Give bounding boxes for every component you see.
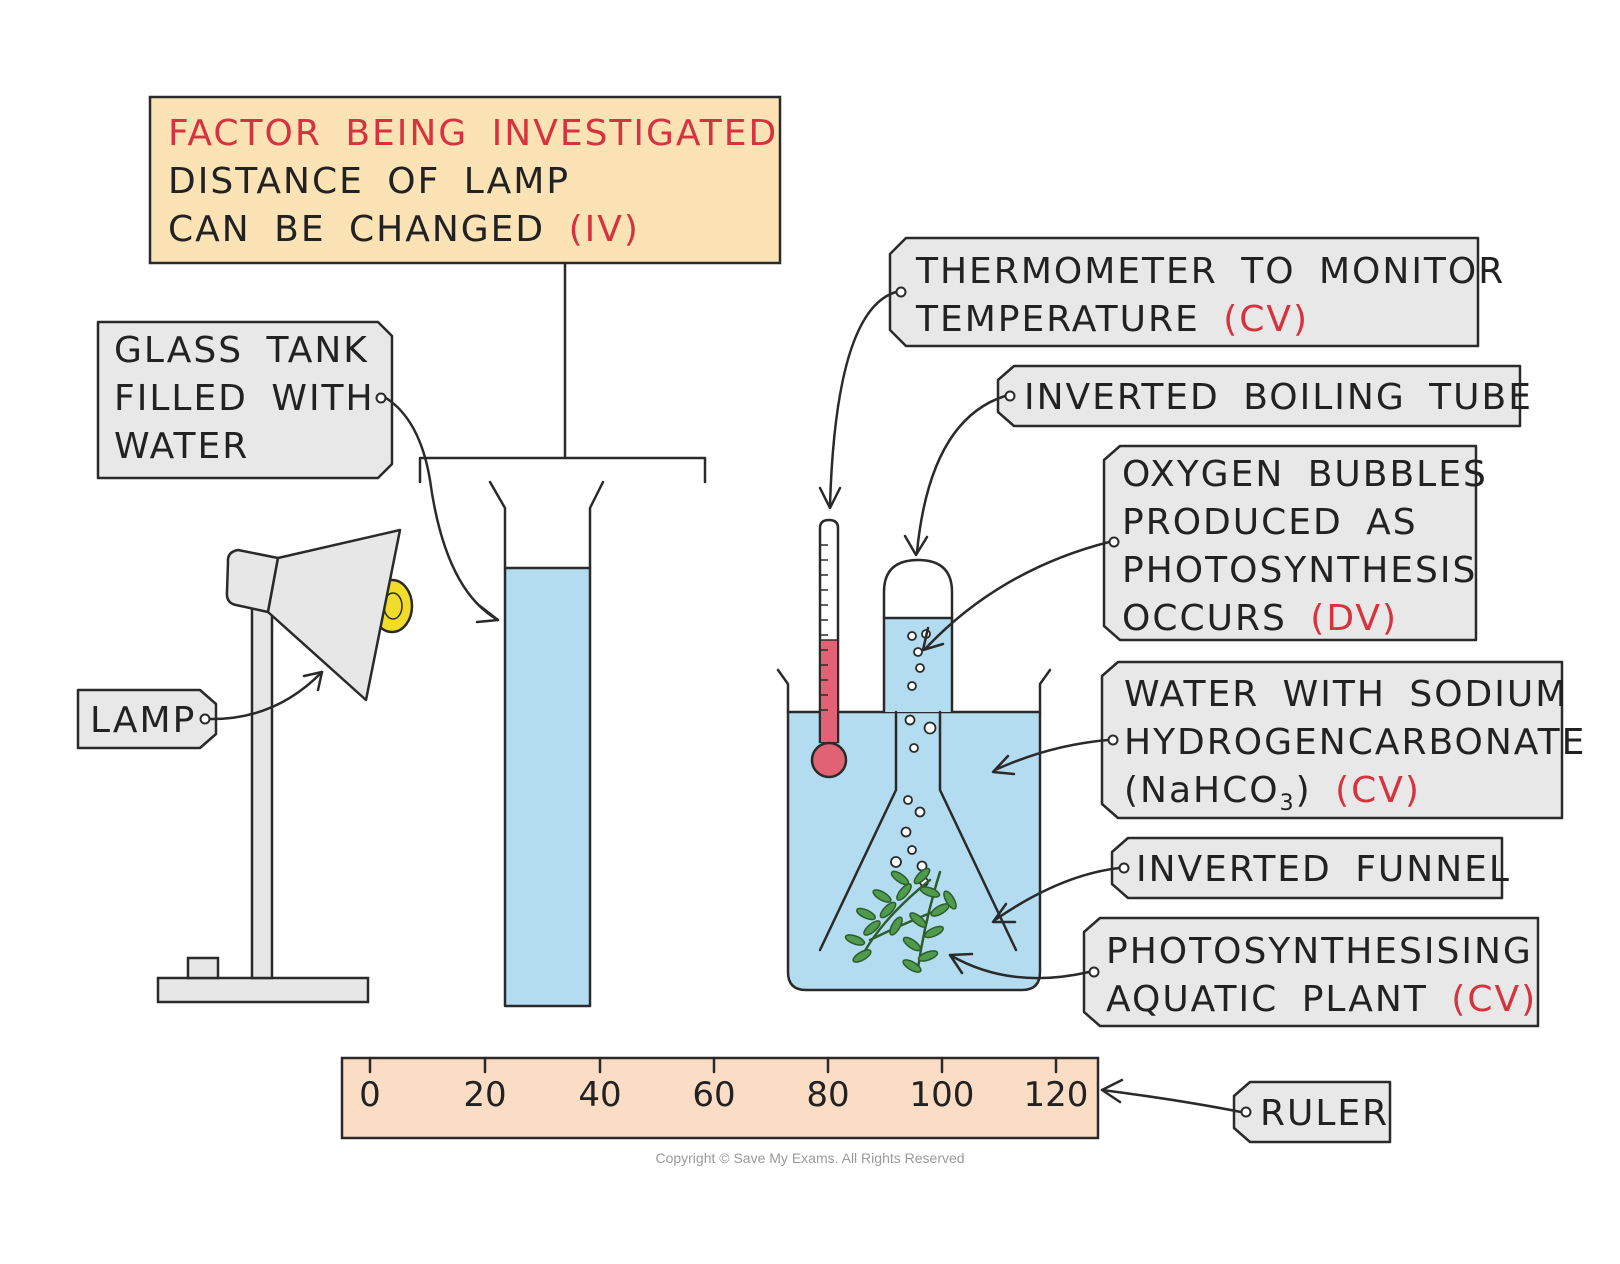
ruler: 0 20 40 60 80 100 120 bbox=[340, 1056, 1100, 1140]
label-boiling-tube-text: INVERTED BOILING TUBE bbox=[1024, 377, 1533, 418]
label-plant-line2: AQUATIC PLANT (CV) bbox=[1106, 979, 1537, 1020]
label-glass-tank-line1: GLASS TANK bbox=[114, 330, 369, 371]
desk-lamp-icon bbox=[156, 528, 414, 1004]
ruler-tick-label: 80 bbox=[806, 1075, 849, 1115]
label-lamp-text: LAMP bbox=[90, 700, 196, 741]
label-thermometer-line2: TEMPERATURE (CV) bbox=[915, 299, 1309, 340]
label-water-line1: WATER WITH SODIUM bbox=[1124, 674, 1568, 715]
thermometer-icon bbox=[810, 518, 848, 779]
label-glass-tank-line2: FILLED WITH bbox=[114, 378, 375, 419]
label-thermometer-line1: THERMOMETER TO MONITOR bbox=[915, 251, 1505, 292]
copyright-text: Copyright © Save My Exams. All Rights Re… bbox=[655, 1150, 964, 1166]
ruler-tick-label: 100 bbox=[910, 1075, 975, 1115]
label-oxygen-line3: PHOTOSYNTHESIS bbox=[1122, 550, 1477, 591]
factor-box-line3: CAN BE CHANGED (IV) bbox=[168, 209, 640, 250]
ruler-tick-label: 20 bbox=[463, 1075, 506, 1115]
label-oxygen-bubbles: OXYGEN BUBBLES PRODUCED AS PHOTOSYNTHESI… bbox=[1102, 444, 1488, 642]
label-glass-tank: GLASS TANK FILLED WITH WATER bbox=[96, 320, 394, 480]
label-glass-tank-line3: WATER bbox=[114, 426, 249, 467]
label-funnel: INVERTED FUNNEL bbox=[1110, 836, 1511, 900]
label-water-line2: HYDROGENCARBONATE bbox=[1124, 722, 1586, 763]
ruler-tick-label: 40 bbox=[578, 1075, 621, 1115]
label-thermometer: THERMOMETER TO MONITOR TEMPERATURE (CV) bbox=[888, 236, 1505, 348]
label-oxygen-line4: OCCURS (DV) bbox=[1122, 598, 1398, 639]
ruler-tick-label: 120 bbox=[1024, 1075, 1089, 1115]
label-water-line3: (NaHCO3) (CV) bbox=[1124, 770, 1421, 816]
label-lamp: LAMP bbox=[76, 688, 218, 750]
factor-box: FACTOR BEING INVESTIGATED DISTANCE OF LA… bbox=[148, 95, 782, 484]
label-ruler-text: RULER bbox=[1260, 1093, 1389, 1134]
inverted-funnel bbox=[818, 710, 1018, 952]
ruler-tick-label: 60 bbox=[692, 1075, 735, 1115]
annotation-arrows bbox=[208, 290, 1243, 1114]
factor-box-line2: DISTANCE OF LAMP bbox=[168, 161, 570, 202]
label-plant-line1: PHOTOSYNTHESISING bbox=[1106, 931, 1533, 972]
label-oxygen-line1: OXYGEN BUBBLES bbox=[1122, 454, 1488, 495]
ruler-tick-label: 0 bbox=[359, 1075, 381, 1115]
label-boiling-tube: INVERTED BOILING TUBE bbox=[996, 364, 1533, 428]
label-ruler: RULER bbox=[1232, 1080, 1392, 1144]
label-oxygen-line2: PRODUCED AS bbox=[1122, 502, 1418, 543]
inverted-boiling-tube bbox=[882, 558, 954, 714]
oxygen-bubbles bbox=[890, 629, 937, 887]
label-plant: PHOTOSYNTHESISING AQUATIC PLANT (CV) bbox=[1082, 916, 1540, 1028]
factor-box-line1: FACTOR BEING INVESTIGATED bbox=[168, 113, 778, 154]
label-funnel-text: INVERTED FUNNEL bbox=[1136, 849, 1511, 890]
aquatic-plant-icon bbox=[844, 867, 957, 973]
label-water-sodium: WATER WITH SODIUM HYDROGENCARBONATE (NaH… bbox=[1100, 660, 1586, 820]
glass-tank bbox=[488, 480, 605, 1008]
